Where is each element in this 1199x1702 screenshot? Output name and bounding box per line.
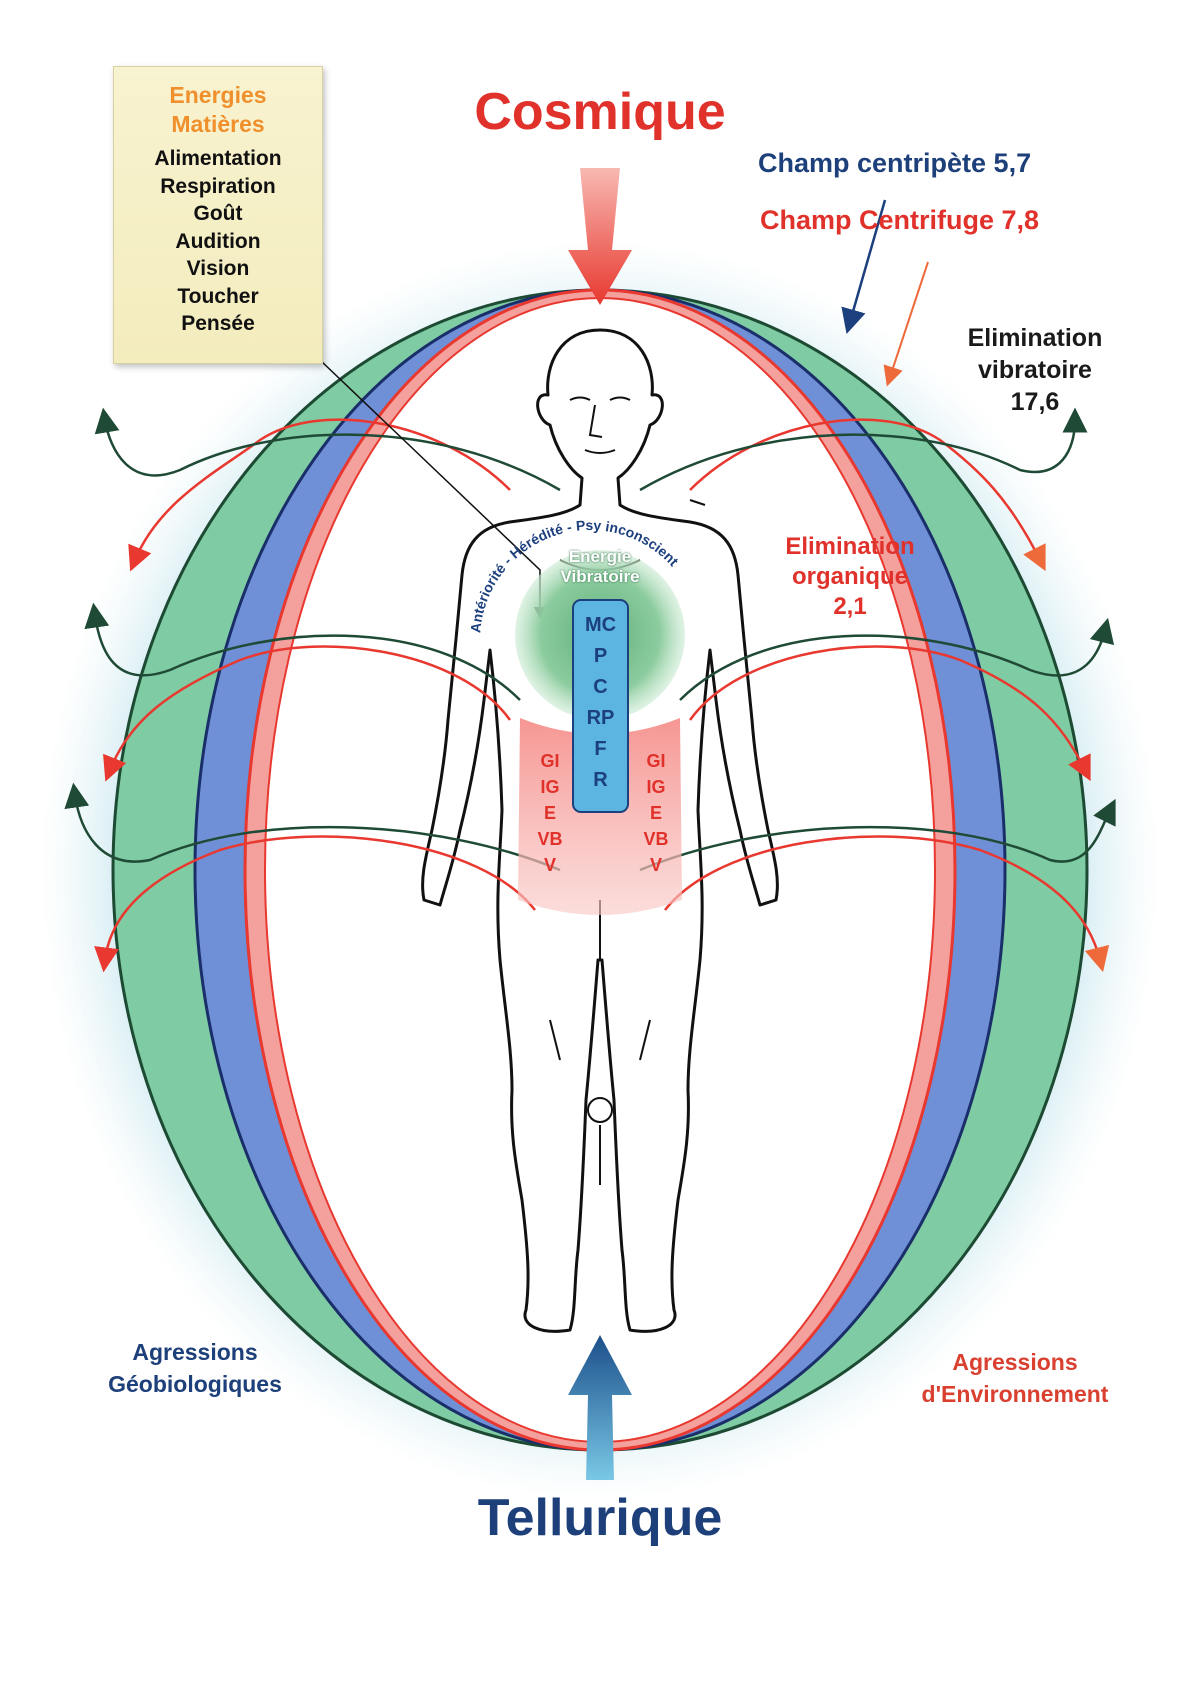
cosmique-title: Cosmique	[474, 83, 726, 141]
item-vision: Vision	[186, 257, 250, 280]
agressions-environnement-label: Agressions d'Environnement	[921, 1349, 1109, 1407]
centrifuge-pointer	[883, 261, 929, 387]
energies-title: Energies Matières	[169, 82, 267, 137]
meridian-center-list: MC P C RP F R	[584, 614, 617, 791]
item-gout: Goût	[193, 202, 243, 225]
energie-vibratoire-label: Energie Vibratoire	[560, 547, 640, 586]
organ-band	[518, 718, 682, 915]
centripete-pointer	[841, 199, 887, 335]
item-alimentation: Alimentation	[154, 147, 282, 170]
elimination-vibratoire-label: Elimination vibratoire 17,6	[967, 324, 1103, 416]
tellurique-title: Tellurique	[477, 1489, 723, 1547]
champ-centrifuge-label: Champ Centrifuge 7,8	[760, 205, 1040, 235]
agressions-geobiologiques-label: Agressions Géobiologiques	[108, 1339, 282, 1397]
tellurique-arrow	[568, 1335, 632, 1480]
cosmique-arrow	[568, 168, 632, 305]
organs-left-list: GI IG E VB V	[537, 751, 563, 875]
item-audition: Audition	[175, 229, 261, 253]
item-pensee: Pensée	[181, 312, 255, 335]
flow-arrows	[64, 407, 1116, 973]
champ-centripete-label: Champ centripète 5,7	[758, 148, 1032, 178]
energies-items: Alimentation Respiration Goût Audition V…	[114, 145, 322, 338]
organs-right-list: GI IG E VB V	[643, 751, 669, 875]
item-respiration: Respiration	[160, 174, 276, 198]
elimination-organique-label: Elimination organique 2,1	[785, 533, 915, 620]
meridian-column	[572, 599, 629, 813]
item-toucher: Toucher	[177, 284, 259, 308]
energies-matieres-box: Energies Matières Alimentation Respirati…	[113, 66, 323, 364]
